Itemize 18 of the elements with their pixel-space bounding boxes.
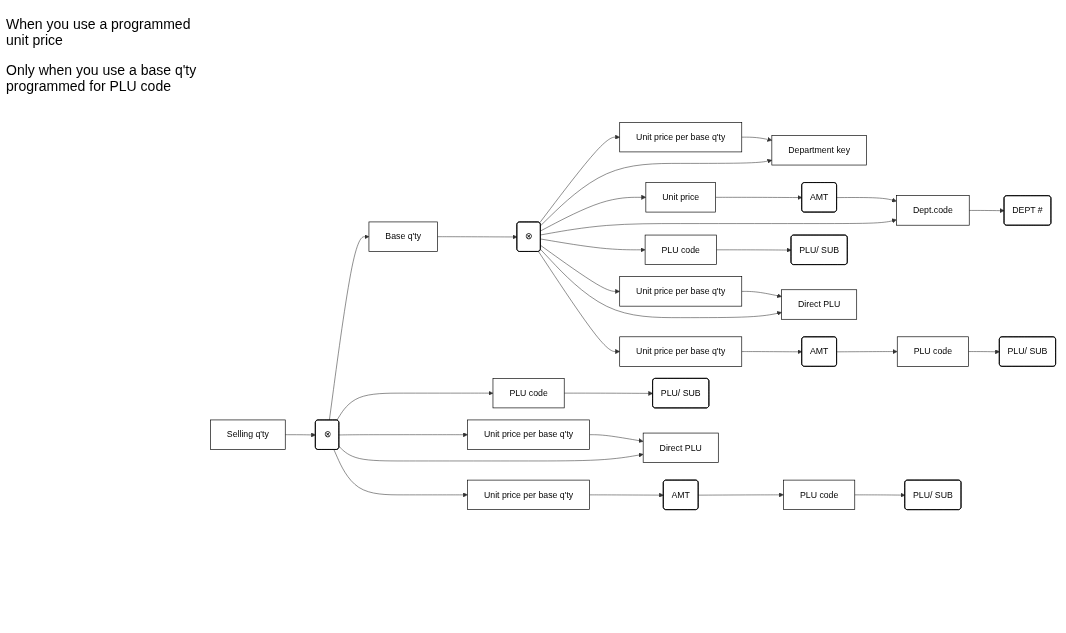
node-box: Unit price per base q'ty (467, 480, 590, 511)
node-box: Base q'ty (368, 222, 438, 253)
node-box: Unit price per base q'ty (619, 336, 743, 368)
node-box: PLU code (644, 235, 717, 266)
node-box: Unit price per base q'ty (619, 122, 743, 153)
note-text: When you use a programmed unit price (6, 16, 192, 48)
node-box: PLU code (783, 480, 856, 511)
node-box: Unit price (645, 182, 716, 213)
node-box: Direct PLU (781, 289, 858, 321)
note-text: Only when you use a base q'ty programmed for PLU code (6, 62, 198, 94)
node-box: Selling q'ty (210, 420, 286, 451)
node-box: Unit price per base q'ty (619, 276, 743, 307)
node-box: Department key (771, 135, 867, 166)
node-box: Unit price per base q'ty (467, 420, 590, 451)
node-box: PLU code (896, 336, 969, 368)
node-box: Direct PLU (642, 433, 719, 464)
node-box: Dept.code (896, 195, 970, 226)
node-box: PLU code (492, 378, 565, 409)
